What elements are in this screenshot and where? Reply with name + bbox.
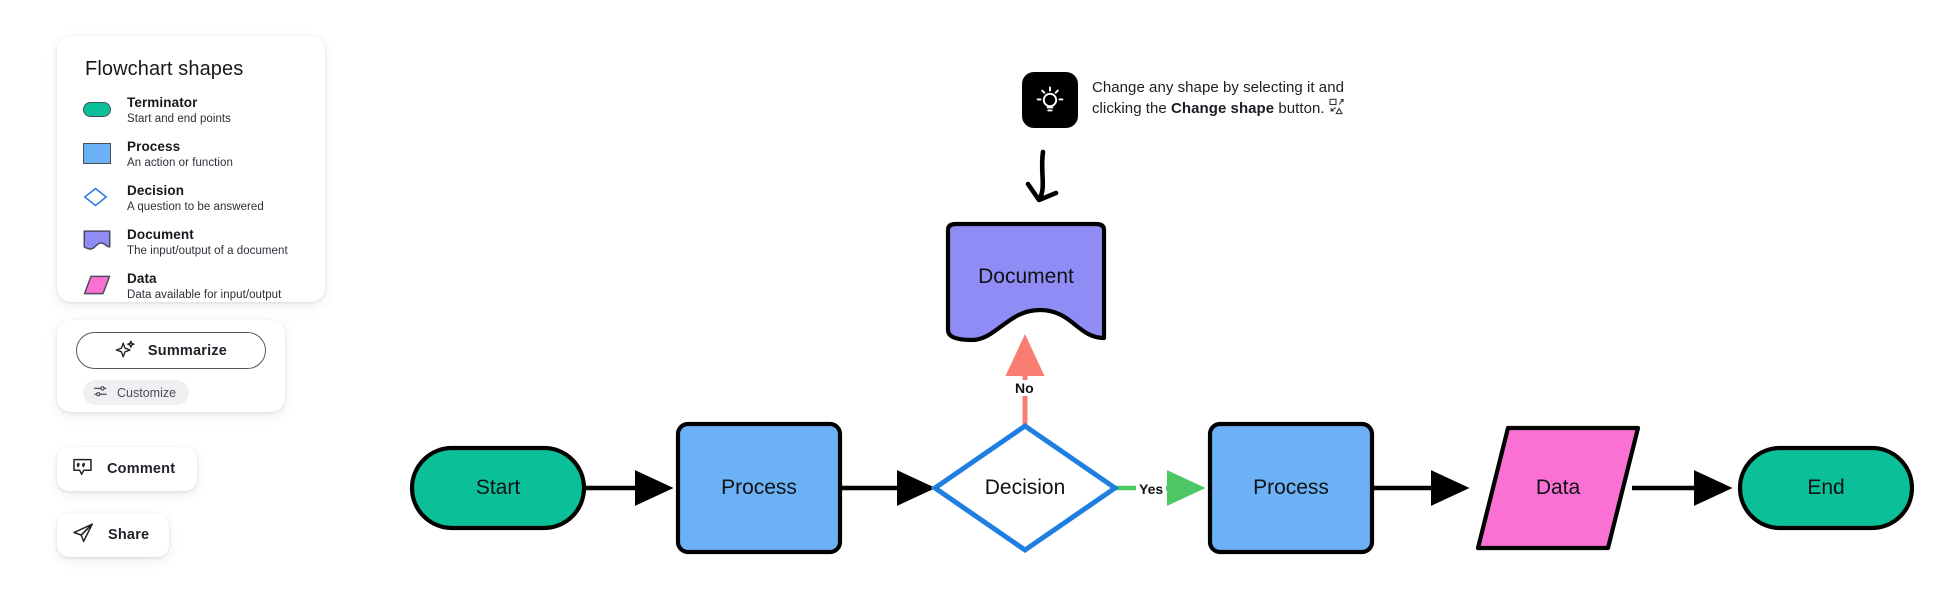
node-process2-label: Process (1253, 476, 1329, 499)
hint-arrow (1037, 149, 1046, 201)
edge-label-no: No (1012, 380, 1037, 396)
hint-text-bold: Change shape (1171, 100, 1275, 117)
node-end-label: End (1807, 476, 1845, 499)
sliders-icon (93, 384, 108, 402)
legend-desc: An action or function (127, 157, 233, 169)
hint-arrow-head (1025, 181, 1059, 203)
document-shape-icon (83, 227, 125, 253)
lightbulb-icon (1022, 72, 1078, 128)
legend-item-decision: Decision A question to be answered (83, 183, 305, 214)
share-button-label: Share (108, 527, 150, 543)
legend-name: Process (127, 139, 181, 154)
comment-button-label: Comment (107, 461, 176, 477)
node-start-label: Start (475, 476, 521, 499)
node-process1-label: Process (721, 476, 797, 499)
customize-button-label: Customize (117, 385, 177, 400)
hint-text: Change any shape by selecting it and cli… (1092, 72, 1392, 121)
sparkle-icon (115, 339, 136, 363)
hint-text-before: Change any shape by selecting it and cli… (1092, 79, 1344, 117)
panel-title: Flowchart shapes (85, 58, 244, 80)
node-decision[interactable] (930, 422, 1120, 554)
node-process1[interactable] (675, 421, 843, 555)
share-button[interactable]: Share (57, 513, 169, 557)
comment-icon (71, 455, 94, 483)
node-process2[interactable] (1207, 421, 1375, 555)
legend-item-process: Process An action or function (83, 139, 305, 170)
summarize-button[interactable]: Summarize (76, 332, 266, 369)
node-document[interactable] (945, 221, 1107, 343)
legend-item-data: Data Data available for input/output (83, 271, 305, 302)
edge-label-yes: Yes (1136, 481, 1167, 497)
terminator-shape-icon (83, 95, 125, 121)
hint-text-after: button. (1274, 100, 1325, 117)
process-shape-icon (83, 139, 125, 165)
change-shape-hint: Change any shape by selecting it and cli… (1022, 72, 1392, 128)
comment-button[interactable]: Comment (57, 447, 197, 491)
share-icon (71, 521, 95, 550)
node-decision-label: Decision (984, 476, 1066, 499)
data-shape-icon (83, 271, 125, 297)
change-shape-icon (1329, 98, 1346, 121)
legend-desc: A question to be answered (127, 201, 264, 213)
summarize-button-label: Summarize (147, 342, 228, 359)
legend-name: Data (127, 271, 157, 286)
ai-actions-panel: Summarize Customize (57, 320, 285, 412)
node-start[interactable] (409, 445, 587, 531)
flowchart-shapes-panel: Flowchart shapes Terminator Start and en… (57, 36, 325, 302)
legend-item-document: Document The input/output of a document (83, 227, 305, 258)
legend-item-terminator: Terminator Start and end points (83, 95, 305, 126)
legend-desc: Start and end points (127, 113, 231, 125)
legend-desc: Data available for input/output (127, 289, 282, 301)
legend-desc: The input/output of a document (127, 245, 288, 257)
decision-shape-icon (83, 183, 125, 209)
legend-name: Document (127, 227, 194, 242)
customize-button[interactable]: Customize (83, 380, 190, 405)
legend-name: Terminator (127, 95, 198, 110)
node-data-label: Data (1535, 476, 1581, 499)
node-document-label: Document (978, 265, 1074, 288)
node-end[interactable] (1737, 445, 1915, 531)
legend-name: Decision (127, 183, 185, 198)
node-data[interactable] (1475, 425, 1641, 551)
